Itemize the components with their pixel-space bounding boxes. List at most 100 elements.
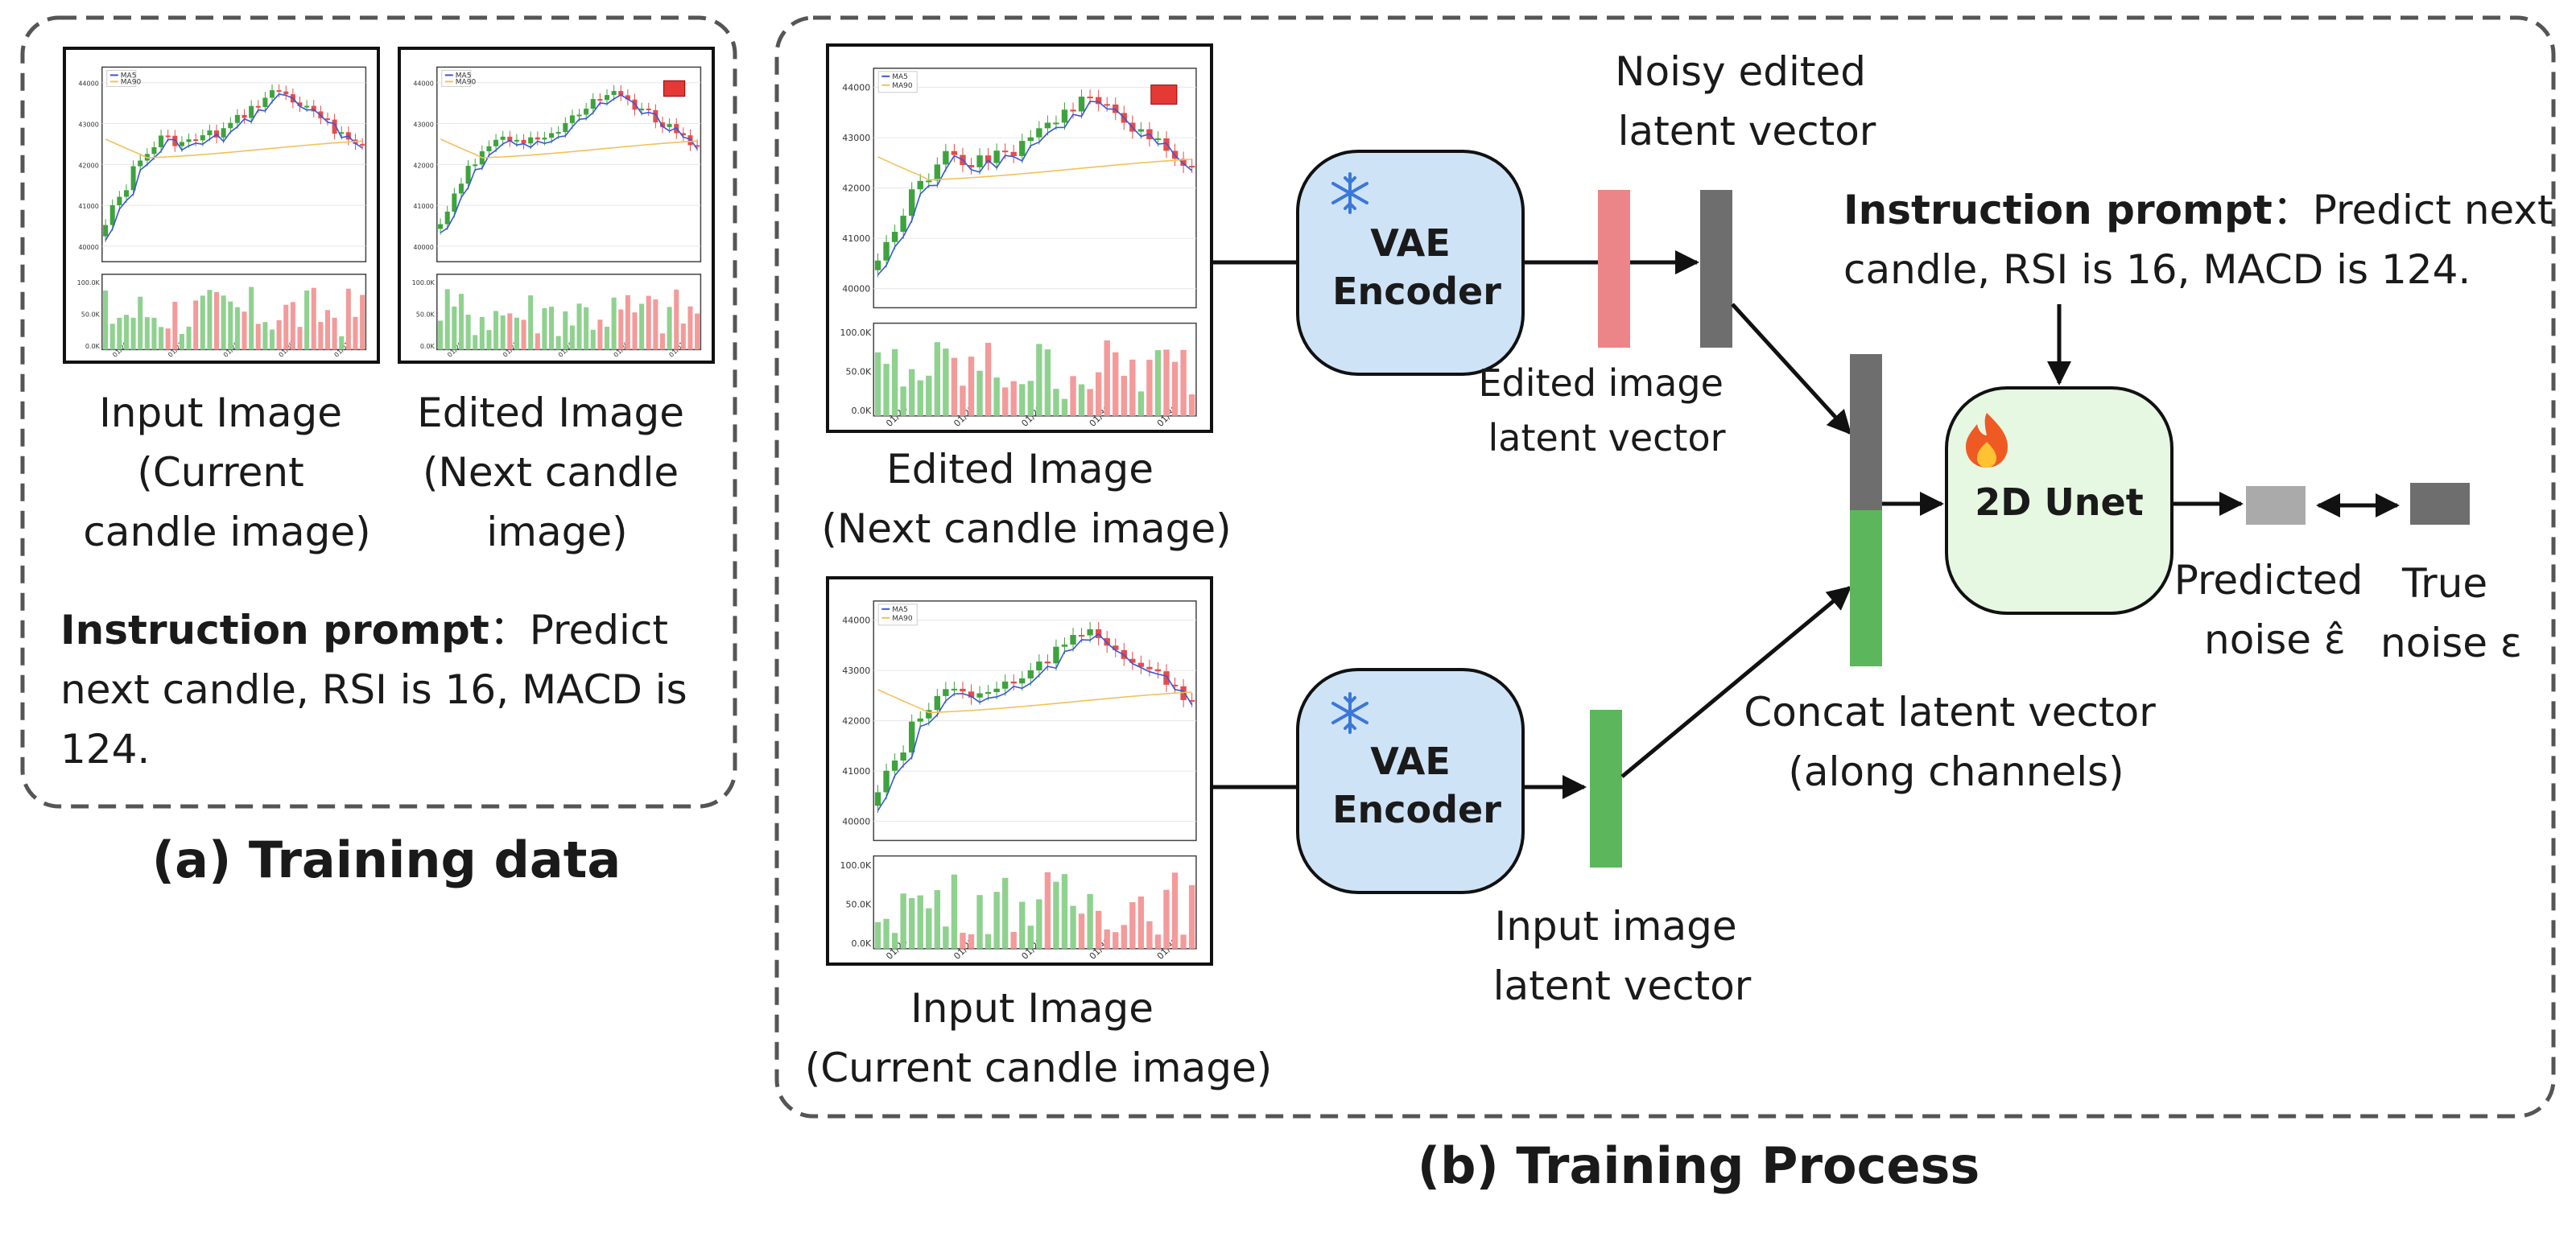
- predicted-noise-bar: [2246, 486, 2306, 525]
- candle: [165, 135, 171, 138]
- volume-bar: [976, 370, 983, 416]
- concat-latent-bar: [1850, 354, 1882, 666]
- candle: [159, 135, 164, 147]
- candle: [123, 190, 129, 197]
- volume-bar: [695, 313, 700, 350]
- candle: [179, 142, 184, 146]
- volume-tick-label: 100.0K: [77, 279, 101, 286]
- volume-bar: [1137, 391, 1145, 416]
- candle: [186, 139, 192, 142]
- volume-bar: [130, 317, 136, 350]
- candle: [590, 99, 596, 109]
- price-tick-label: 40000: [842, 284, 870, 295]
- volume-bar: [228, 301, 233, 350]
- volume-bar: [891, 933, 898, 949]
- candle: [968, 691, 975, 698]
- candle: [549, 133, 555, 138]
- snowflake-icon: [1331, 172, 1368, 214]
- volume-bar: [117, 317, 122, 350]
- svg-text:VAE Encoder: VAE Encoder: [1332, 740, 1501, 831]
- candle: [465, 166, 471, 184]
- volume-bar: [1087, 893, 1093, 949]
- candle: [234, 114, 240, 123]
- candle: [528, 137, 534, 144]
- volume-bar: [1053, 389, 1059, 416]
- candle: [653, 109, 658, 123]
- volume-bar: [318, 322, 324, 350]
- volume-bar: [900, 386, 906, 416]
- true-noise-bar: [2410, 483, 2470, 525]
- volume-bar: [207, 290, 213, 350]
- volume-bar: [1121, 376, 1127, 416]
- volume-bar: [1010, 932, 1017, 949]
- panel-b-edited-chart: 4400043000420004100040000100.0K50.0K0.0K…: [826, 43, 1213, 433]
- volume-bar: [493, 311, 499, 350]
- volume-bar: [1113, 352, 1119, 416]
- volume-tick-label: 0.0K: [420, 343, 436, 350]
- candle: [1053, 122, 1059, 125]
- volume-bar: [1121, 925, 1127, 949]
- candle: [151, 146, 157, 155]
- candle: [943, 689, 949, 696]
- candle: [943, 150, 949, 165]
- candle: [1044, 662, 1051, 664]
- volume-bar: [680, 324, 686, 350]
- volume-bar: [507, 313, 513, 350]
- price-tick-label: 44000: [78, 80, 98, 88]
- volume-bar: [687, 306, 693, 350]
- candle: [874, 792, 881, 806]
- volume-bar: [1087, 389, 1093, 416]
- price-tick-label: 41000: [78, 203, 98, 210]
- volume-bar: [1163, 349, 1170, 416]
- volume-bar: [1019, 384, 1026, 416]
- candle: [1154, 138, 1162, 141]
- candle: [542, 138, 547, 140]
- candle: [1188, 699, 1195, 702]
- volume-bar: [667, 307, 672, 350]
- candle: [486, 146, 492, 151]
- volume-bar: [1070, 905, 1076, 949]
- candle: [891, 232, 898, 242]
- candle: [514, 139, 519, 142]
- candle: [976, 155, 983, 167]
- candle: [276, 90, 282, 93]
- candle: [1163, 671, 1170, 685]
- volume-bar: [960, 385, 966, 416]
- volume-bar: [604, 327, 610, 350]
- candle: [993, 150, 1000, 163]
- volume-bar: [960, 933, 966, 949]
- volume-bar: [908, 369, 915, 416]
- volume-bar: [1044, 349, 1051, 416]
- volume-bar: [639, 303, 645, 350]
- volume-bar: [255, 324, 261, 350]
- volume-bar: [500, 315, 506, 350]
- candle: [993, 688, 1000, 693]
- candle: [473, 164, 478, 167]
- candle: [493, 139, 499, 146]
- candle: [934, 164, 941, 181]
- candle: [604, 95, 610, 101]
- vae-encoder-bottom: VAE Encoder: [1296, 668, 1525, 894]
- volume-bar: [1129, 359, 1136, 416]
- volume-bar: [542, 307, 547, 350]
- candle: [444, 211, 450, 225]
- predicted-noise-label: Predicted noise ε̂: [2174, 557, 2376, 663]
- candle: [618, 91, 624, 96]
- volume-bar: [976, 895, 983, 949]
- volume-bar: [874, 921, 881, 949]
- volume-bar: [172, 301, 178, 350]
- candle: [255, 105, 261, 108]
- candle: [951, 688, 958, 690]
- price-tick-label: 42000: [78, 162, 98, 169]
- ma90-line: [877, 689, 1192, 714]
- candle: [985, 155, 992, 163]
- volume-bar: [465, 315, 471, 350]
- volume-bar: [1095, 372, 1102, 416]
- true-noise-label: True noise ε: [2380, 560, 2522, 666]
- volume-bar: [1010, 381, 1017, 416]
- candle: [1095, 97, 1102, 105]
- volume-bar: [345, 288, 351, 350]
- volume-bar: [1171, 361, 1179, 416]
- panel-a-caption: (a) Training data: [152, 831, 621, 889]
- volume-bar: [908, 898, 915, 949]
